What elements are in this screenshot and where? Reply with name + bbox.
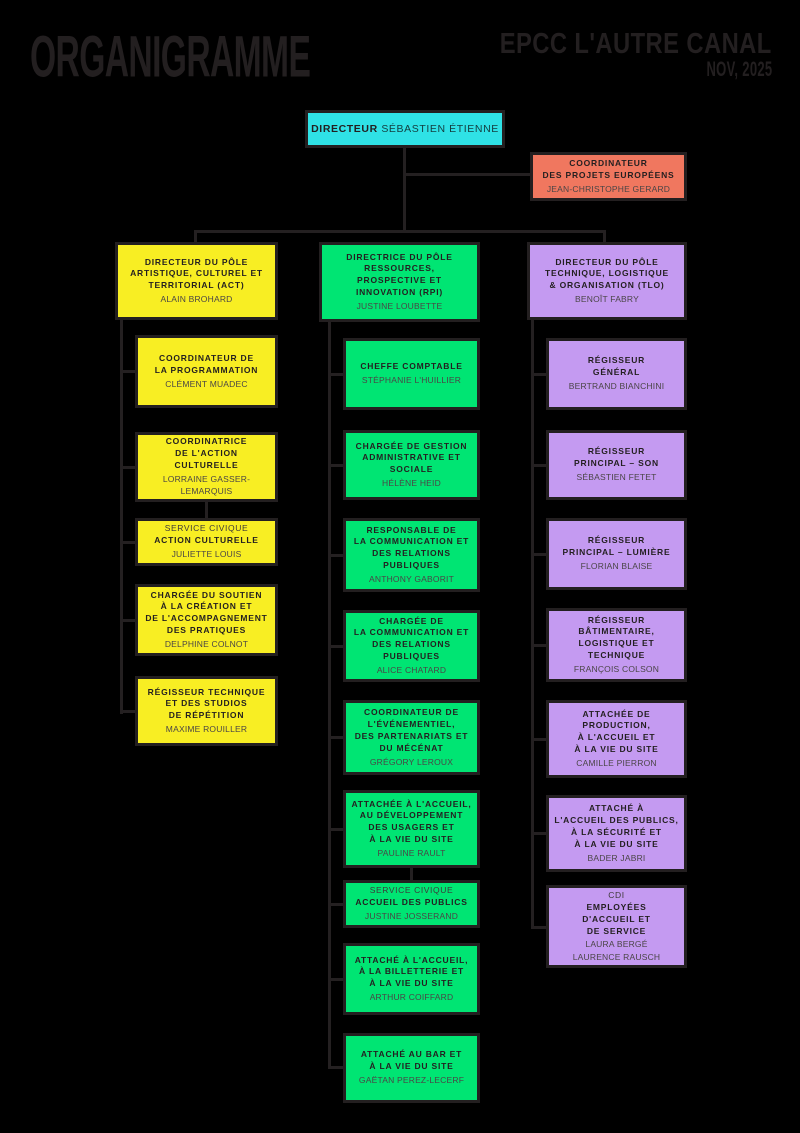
- box-coordinateur-evenementiel: COORDINATEUR DE L'ÉVÉNEMENTIEL, DES PART…: [343, 700, 480, 775]
- box-regisseur-general: RÉGISSEUR GÉNÉRAL BERTRAND BIANCHINI: [546, 338, 687, 410]
- stub-act-3: [120, 541, 135, 544]
- stub-act-4: [120, 619, 135, 622]
- stub-rpi-8: [328, 978, 343, 981]
- box-chargee-gestion-administrative: CHARGÉE DE GESTION ADMINISTRATIVE ET SOC…: [343, 430, 480, 500]
- connector-drop-act: [194, 230, 197, 242]
- stub-rpi-2: [328, 464, 343, 467]
- spine-rpi: [328, 320, 331, 1069]
- box-coordinateur-projets-europeens: COORDINATEUR DES PROJETS EUROPÉENS JEAN-…: [530, 152, 687, 201]
- box-service-civique-action-culturelle: SERVICE CIVIQUE ACTION CULTURELLE JULIET…: [135, 518, 278, 566]
- box-chargee-communication: CHARGÉE DE LA COMMUNICATION ET DES RELAT…: [343, 610, 480, 682]
- box-attachee-production: ATTACHÉE DE PRODUCTION, À L'ACCUEIL ET À…: [546, 700, 687, 778]
- stub-tlo-3: [531, 553, 546, 556]
- stub-rpi-4: [328, 645, 343, 648]
- connector-trunk: [194, 230, 606, 233]
- stub-rpi-5: [328, 736, 343, 739]
- box-cheffe-comptable: CHEFFE COMPTABLE STÉPHANIE L'HUILLIER: [343, 338, 480, 410]
- stub-rpi-3: [328, 554, 343, 557]
- box-attache-accueil-securite: ATTACHÉ À L'ACCUEIL DES PUBLICS, À LA SÉ…: [546, 795, 687, 872]
- box-regisseur-principal-lumiere: RÉGISSEUR PRINCIPAL – LUMIÈRE FLORIAN BL…: [546, 518, 687, 590]
- box-coordinatrice-action-culturelle: COORDINATRICE DE L'ACTION CULTURELLE LOR…: [135, 432, 278, 502]
- stub-tlo-4: [531, 644, 546, 647]
- date-label: NOV, 2025: [705, 58, 772, 81]
- directeur-label: DIRECTEUR SÉBASTIEN ÉTIENNE: [311, 123, 499, 135]
- box-regisseur-batimentaire: RÉGISSEUR BÂTIMENTAIRE, LOGISTIQUE ET TE…: [546, 608, 687, 682]
- stub-tlo-7: [531, 926, 546, 929]
- connector-drop-tlo: [603, 230, 606, 242]
- connector-europe-branch: [403, 173, 530, 176]
- box-directeur-pole-act: DIRECTEUR DU PÔLE ARTISTIQUE, CULTUREL E…: [115, 242, 278, 320]
- box-attache-accueil-billetterie: ATTACHÉ À L'ACCUEIL, À LA BILLETTERIE ET…: [343, 943, 480, 1015]
- stub-tlo-5: [531, 738, 546, 741]
- stub-rpi-6: [328, 828, 343, 831]
- stub-tlo-1: [531, 373, 546, 376]
- box-cdi-employees-accueil: CDI EMPLOYÉES D'ACCUEIL ET DE SERVICE LA…: [546, 885, 687, 968]
- stub-rpi-1: [328, 373, 343, 376]
- box-service-civique-accueil-publics: SERVICE CIVIQUE ACCUEIL DES PUBLICS JUST…: [343, 880, 480, 928]
- organization-name: EPCC L'AUTRE CANAL: [500, 28, 772, 60]
- stub-rpi-7: [328, 903, 343, 906]
- stub-tlo-6: [531, 832, 546, 835]
- stub-act-1: [120, 370, 135, 373]
- box-directeur: DIRECTEUR SÉBASTIEN ÉTIENNE: [305, 110, 505, 148]
- box-directeur-pole-tlo: DIRECTEUR DU PÔLE TECHNIQUE, LOGISTIQUE …: [527, 242, 687, 320]
- spine-tlo: [531, 318, 534, 929]
- stub-act-2: [120, 466, 135, 469]
- drop-act-service-civique: [205, 502, 208, 518]
- stub-tlo-2: [531, 464, 546, 467]
- box-responsable-communication: RESPONSABLE DE LA COMMUNICATION ET DES R…: [343, 518, 480, 592]
- box-coordinateur-programmation: COORDINATEUR DE LA PROGRAMMATION CLÉMENT…: [135, 335, 278, 408]
- box-chargee-soutien-creation: CHARGÉE DU SOUTIEN À LA CRÉATION ET DE L…: [135, 584, 278, 656]
- box-regisseur-technique-studios: RÉGISSEUR TECHNIQUE ET DES STUDIOS DE RÉ…: [135, 676, 278, 746]
- box-attache-bar: ATTACHÉ AU BAR ET À LA VIE DU SITE GAËTA…: [343, 1033, 480, 1103]
- box-regisseur-principal-son: RÉGISSEUR PRINCIPAL – SON SÉBASTIEN FETE…: [546, 430, 687, 500]
- drop-rpi-service-civique: [410, 868, 413, 880]
- stub-rpi-9: [328, 1066, 343, 1069]
- page-title: ORGANIGRAMME: [30, 23, 311, 90]
- box-attachee-accueil-developpement: ATTACHÉE À L'ACCUEIL, AU DÉVELOPPEMENT D…: [343, 790, 480, 868]
- spine-act: [120, 318, 123, 714]
- box-directrice-pole-rpi: DIRECTRICE DU PÔLE RESSOURCES, PROSPECTI…: [319, 242, 480, 322]
- connector-director-drop: [403, 147, 406, 233]
- stub-act-5: [120, 710, 135, 713]
